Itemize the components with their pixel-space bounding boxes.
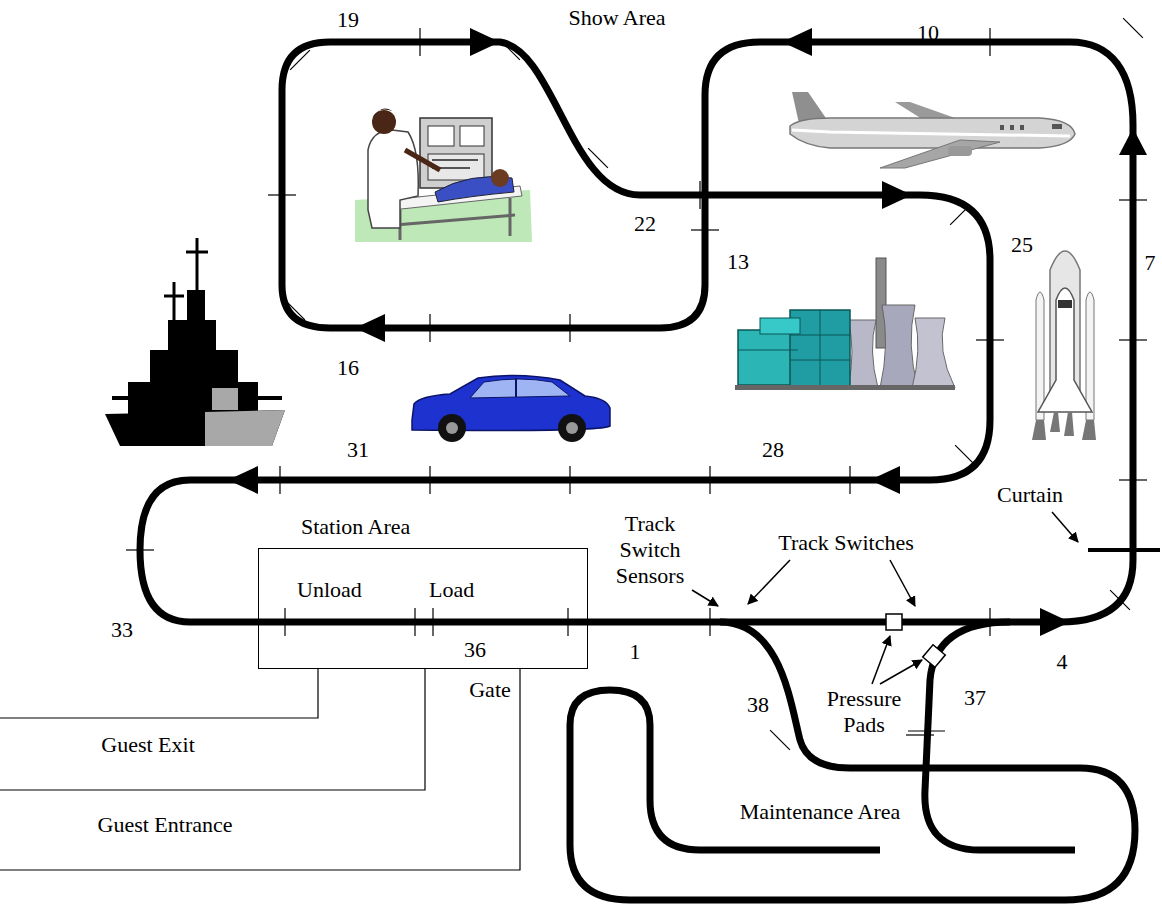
callout-number: 28: [762, 437, 784, 463]
direction-arrow: [228, 28, 1147, 636]
shuttle-picture: [1032, 251, 1096, 440]
area-label: Maintenance Area: [735, 799, 905, 825]
callout-number: 31: [347, 437, 369, 463]
callout-number: 33: [111, 617, 133, 643]
zone-label: Load: [429, 577, 474, 603]
callout-number: 10: [917, 20, 939, 46]
power-plant-picture: [735, 258, 955, 390]
car-picture: [412, 375, 610, 442]
callout-number: 36: [464, 637, 486, 663]
callout-number: 7: [1145, 250, 1156, 276]
part-label: Track Switch Sensors: [593, 511, 708, 589]
guest-path: [0, 668, 520, 870]
leader-line: [908, 730, 945, 731]
path-label: Guest Entrance: [98, 812, 233, 838]
part-label: Curtain: [997, 482, 1063, 508]
callout-number: 37: [964, 685, 986, 711]
airplane-picture: [790, 92, 1075, 168]
medical-picture: [355, 108, 532, 242]
area-heading: Station Area: [301, 514, 410, 540]
leader-arrow: [692, 512, 1078, 684]
pressure-pad: [886, 614, 902, 630]
part-label: Track Switches: [778, 530, 913, 556]
pressure-pad: [923, 645, 946, 668]
callout-number: 19: [337, 7, 359, 33]
callout-number: 13: [727, 249, 749, 275]
path-label: Guest Exit: [101, 732, 195, 758]
callout-number: 16: [337, 355, 359, 381]
curtain: [1088, 548, 1160, 552]
callout-number: 1: [630, 639, 641, 665]
zone-label: Unload: [297, 577, 362, 603]
battleship-picture: [105, 238, 285, 446]
track: [140, 42, 1135, 900]
callout-number: 25: [1011, 232, 1033, 258]
callout-number: 22: [634, 211, 656, 237]
callout-number: 38: [747, 692, 769, 718]
part-label: Pressure Pads: [814, 686, 914, 738]
station-area-box: Station AreaUnloadLoad36: [258, 548, 588, 669]
area-label: Show Area: [568, 5, 665, 31]
part-label: Gate: [469, 677, 511, 703]
track-ticks: [126, 18, 1147, 750]
callout-number: 4: [1057, 649, 1068, 675]
